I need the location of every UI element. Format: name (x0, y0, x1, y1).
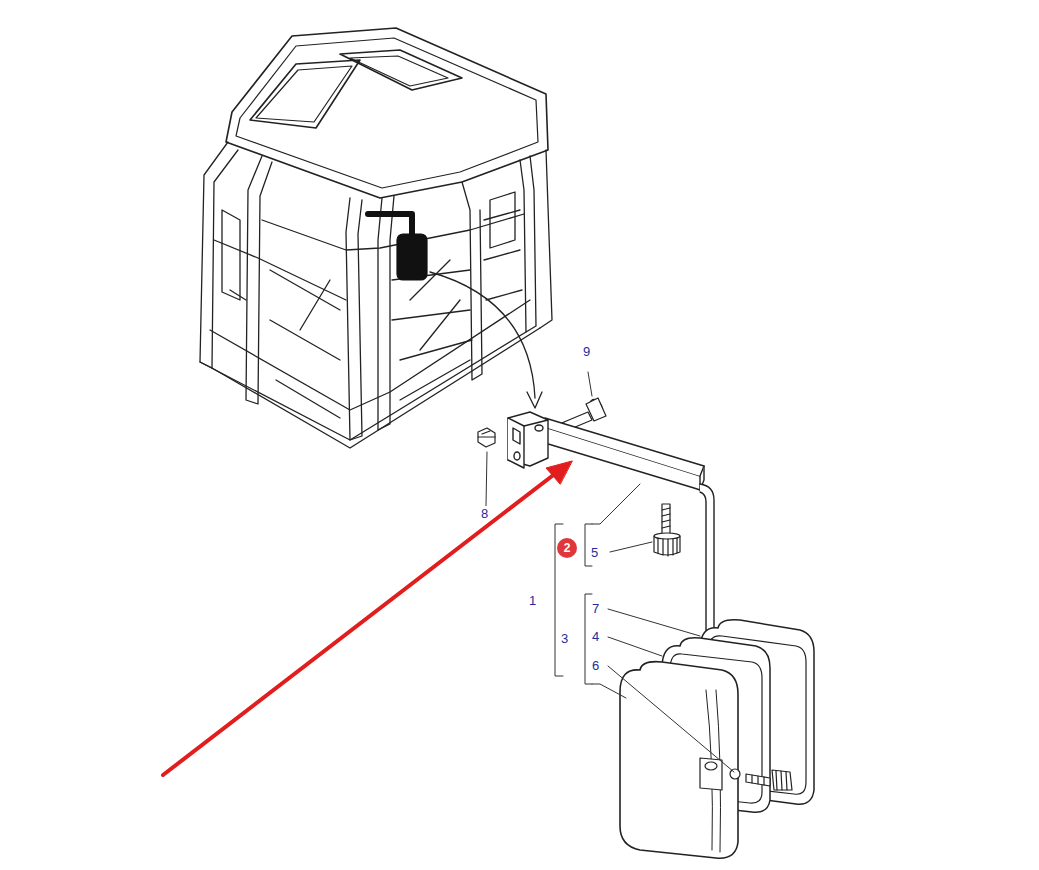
red-pointer-head (546, 461, 572, 484)
callout-number: 2 (564, 542, 571, 554)
callout-badge: 2 (557, 538, 577, 558)
cab-roof-inner (236, 38, 538, 188)
skylight (250, 60, 360, 128)
callout-number: 5 (590, 545, 599, 560)
cab-roof (226, 28, 548, 198)
adjuster-knob (654, 504, 680, 556)
view-arrow-head (527, 392, 542, 408)
cab-mirror (397, 234, 427, 280)
nut (478, 428, 495, 447)
red-pointer (163, 473, 556, 775)
skylight (340, 50, 462, 90)
cab-mirror-arm (368, 214, 412, 234)
cab-frame (200, 142, 552, 448)
nut-face (478, 431, 495, 437)
callout-number: 1 (528, 593, 537, 608)
leader-lines (486, 372, 734, 772)
mirror-clamp (700, 758, 792, 790)
skylight-inner (256, 66, 352, 122)
skylight-inner (350, 56, 448, 86)
view-arrow (430, 272, 535, 398)
callout-number: 6 (591, 658, 600, 673)
callout-number: 9 (582, 344, 591, 359)
callout-number: 8 (480, 506, 489, 521)
callout-number: 3 (560, 631, 569, 646)
callout-number: 7 (591, 601, 600, 616)
callout-number: 4 (591, 629, 600, 644)
